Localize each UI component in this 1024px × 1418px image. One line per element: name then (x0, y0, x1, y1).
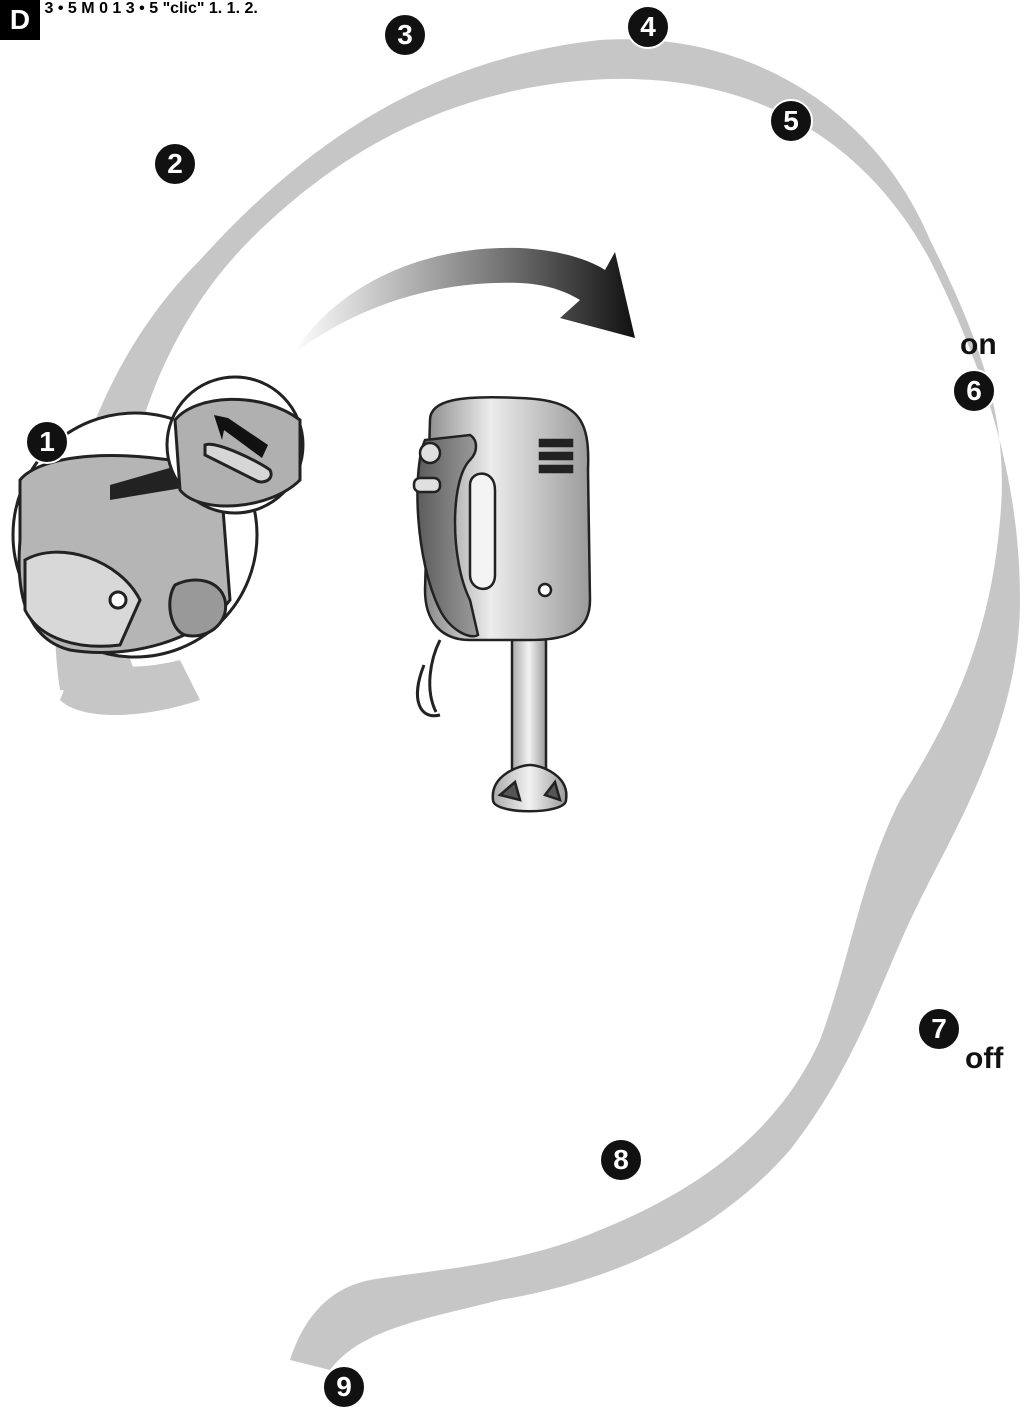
step-badge-6: 6 (952, 369, 996, 413)
release-step-first-inner: 1. (208, 0, 223, 17)
switch-scale-off: M 0 1 3 • 5 (81, 0, 159, 17)
section-letter: D (0, 0, 40, 40)
shadow-band (55, 39, 1021, 1371)
step-badge-4: 4 (626, 5, 670, 49)
release-step-first-outer: 1. (226, 0, 241, 17)
sequence-arrow (292, 247, 635, 355)
step-badge-9: 9 (322, 1365, 366, 1409)
step-1-panel (11, 375, 305, 659)
clic-label: "clic" (162, 0, 205, 17)
step-badge-5: 5 (769, 99, 813, 143)
hand-blender-illustration (412, 395, 592, 813)
step-badge-7: 7 (917, 1007, 961, 1051)
step-badge-2: 2 (153, 142, 197, 186)
release-step-second: 2. (244, 0, 258, 17)
step-badge-8: 8 (599, 1138, 643, 1182)
label-on: on (960, 328, 997, 361)
label-off: off (965, 1042, 1004, 1075)
step-badge-1: 1 (25, 420, 69, 464)
step-badge-3: 3 (383, 13, 427, 57)
